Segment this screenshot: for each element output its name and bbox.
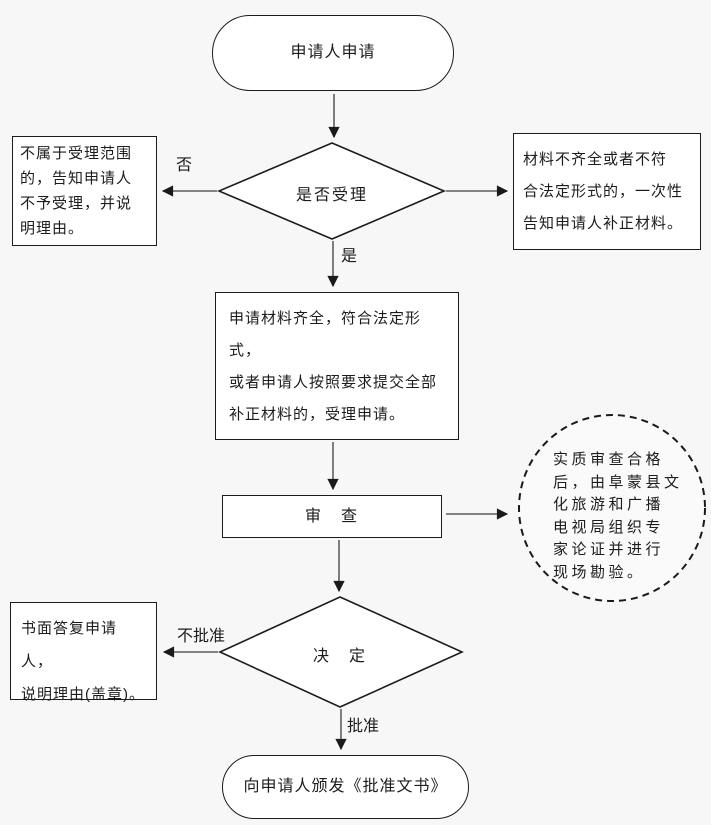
- written-reply-box: 书面答复申请人， 说明理由(盖章)。: [10, 602, 157, 703]
- edge-label-no: 否: [176, 157, 193, 174]
- accept-question-label: 是否受理: [295, 187, 368, 204]
- decision-label: 决 定: [312, 648, 367, 665]
- accept-process-box: 申请材料齐全，符合法定形式， 或者申请人按照要求提交全部 补正材料的，受理申请。: [215, 292, 459, 440]
- review-box: 审 查: [222, 495, 442, 538]
- end-terminator: 向申请人颁发《批准文书》: [222, 755, 469, 819]
- edge-label-yes: 是: [341, 248, 358, 265]
- reject-notice-box: 不属于受理范围 的，告知申请人 不予受理，并说 明理由。: [12, 136, 157, 246]
- supplement-notice-box: 材料不齐全或者不符 合法定形式的，一次性 告知申请人补正材料。: [513, 133, 701, 250]
- accept-question-diamond: [216, 142, 447, 240]
- expert-review-circle: [518, 414, 706, 602]
- edge-label-disapprove: 不批准: [177, 628, 226, 645]
- expert-review-note: 实质审查合格 后，由阜蒙县文 化旅游和广播 电视局组织专 家论证并进行 现场勘验…: [553, 451, 683, 581]
- edge-label-approve: 批准: [347, 718, 380, 735]
- start-terminator: 申请人申请: [212, 15, 454, 91]
- decision-diamond: [218, 596, 464, 708]
